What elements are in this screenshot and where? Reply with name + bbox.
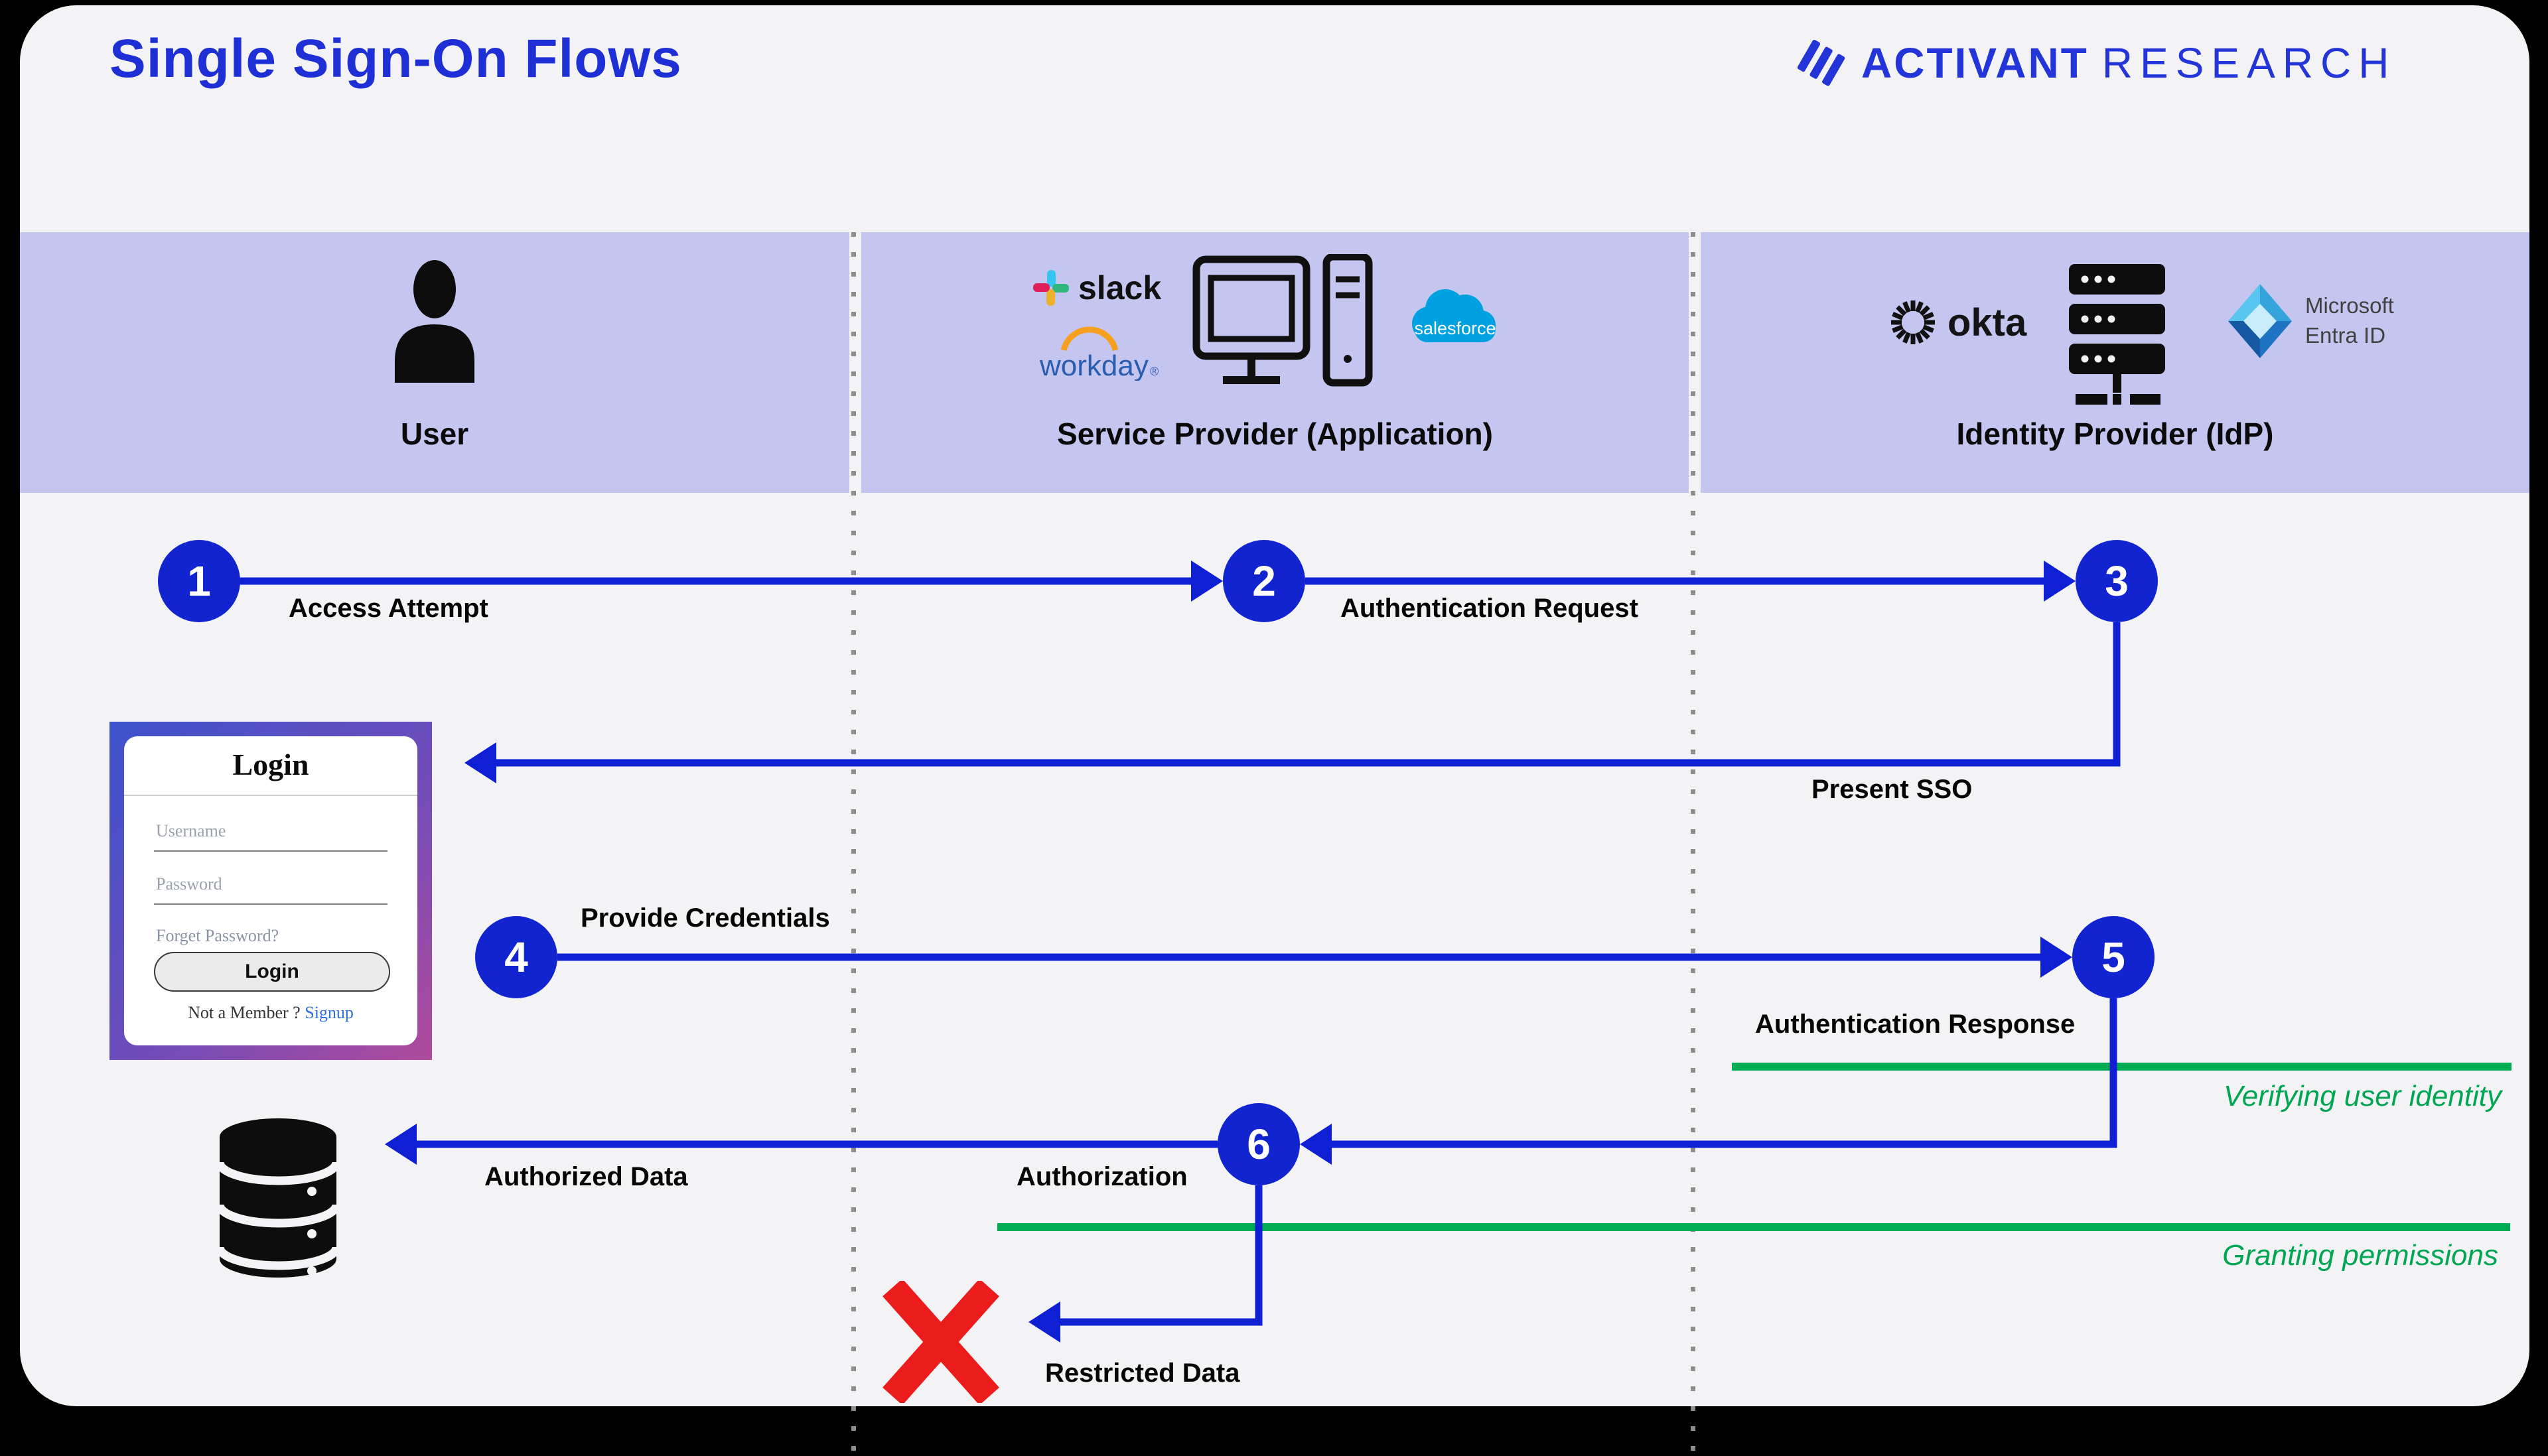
label-present-sso: Present SSO: [1811, 775, 1973, 804]
server-icon: [2069, 264, 2165, 405]
user-icon: [395, 260, 474, 383]
lane-divider-2: [1691, 232, 1695, 1456]
okta-icon: [1891, 300, 1935, 344]
step-circle-4: 4: [475, 916, 557, 998]
restricted-x-icon: [883, 1281, 999, 1403]
label-authentication-response: Authentication Response: [1755, 1010, 2076, 1039]
arrow-present-sso: [495, 622, 2121, 767]
login-window: Login Username Password Forget Password?…: [109, 722, 432, 1060]
lane-label-service-provider: Service Provider (Application): [1057, 417, 1493, 451]
password-underline: [154, 903, 388, 905]
svg-text:salesforce: salesforce: [1414, 318, 1496, 338]
entra-id-icon: [2228, 284, 2292, 358]
label-authorization: Authorization: [1017, 1162, 1188, 1191]
login-divider: [124, 795, 417, 796]
not-a-member-text: Not a Member ?: [188, 1003, 301, 1022]
login-button[interactable]: Login: [154, 952, 390, 992]
arrowhead-step6: [1300, 1124, 1332, 1165]
label-restricted-data: Restricted Data: [1045, 1358, 1240, 1388]
slack-icon: [1033, 270, 1069, 306]
brand-suffix: RESEARCH: [2101, 39, 2397, 87]
arrow-authentication-response: [1330, 998, 2117, 1148]
arrowhead-step3: [2044, 561, 2076, 602]
brand-name: ACTIVANT: [1861, 39, 2089, 87]
step-circle-5: 5: [2072, 916, 2155, 998]
svg-text:workday: workday: [1039, 350, 1149, 381]
username-underline: [154, 850, 388, 852]
step-circle-6: 6: [1218, 1103, 1300, 1185]
arrowhead-step2: [1191, 561, 1223, 602]
password-field[interactable]: Password: [156, 874, 222, 893]
annotation-granting-permissions: Granting permissions: [2222, 1239, 2498, 1272]
page-title: Single Sign-On Flows: [109, 29, 682, 89]
database-icon: [219, 1118, 338, 1278]
login-form-title: Login: [232, 748, 309, 781]
step-circle-3: 3: [2076, 540, 2158, 622]
step-circle-2: 2: [1223, 540, 1305, 622]
computer-icon: [1192, 254, 1373, 387]
lane-label-identity-provider: Identity Provider (IdP): [1956, 417, 2274, 451]
okta-logo: okta: [1888, 297, 2026, 348]
signup-row: Not a Member ? Signup: [124, 1003, 417, 1023]
brand-logo: ACTIVANT RESEARCH: [1795, 36, 2396, 90]
arrow-restricted-data: [1059, 1185, 1263, 1326]
username-field[interactable]: Username: [156, 821, 226, 840]
arrowhead-step5: [2040, 937, 2072, 978]
label-authentication-request: Authentication Request: [1340, 594, 1638, 623]
salesforce-logo: salesforce: [1412, 289, 1496, 342]
slack-logo: slack: [1032, 269, 1161, 307]
arrowhead-restricted-data: [1028, 1301, 1060, 1343]
activant-logo-icon: [1797, 39, 1845, 86]
signup-link[interactable]: Signup: [305, 1003, 354, 1022]
grant-permissions-line: [997, 1223, 2510, 1231]
arrowhead-present-sso: [464, 742, 496, 783]
svg-text:®: ®: [1150, 365, 1159, 378]
lane-label-user: User: [400, 417, 469, 451]
label-access-attempt: Access Attempt: [289, 594, 488, 623]
verify-identity-line: [1732, 1063, 2512, 1071]
label-authorized-data: Authorized Data: [484, 1162, 688, 1191]
annotation-verifying-identity: Verifying user identity: [2223, 1080, 2502, 1112]
step-circle-1: 1: [158, 540, 240, 622]
workday-logo: workday ®: [1039, 326, 1159, 381]
label-provide-credentials: Provide Credentials: [581, 903, 830, 933]
lane-divider-1: [851, 232, 856, 1456]
login-form: Login Username Password Forget Password?…: [124, 736, 417, 1045]
forgot-password-link[interactable]: Forget Password?: [156, 926, 279, 945]
entra-id-logo: Microsoft Entra ID: [2228, 284, 2394, 358]
arrowhead-authorized-data: [385, 1124, 417, 1165]
